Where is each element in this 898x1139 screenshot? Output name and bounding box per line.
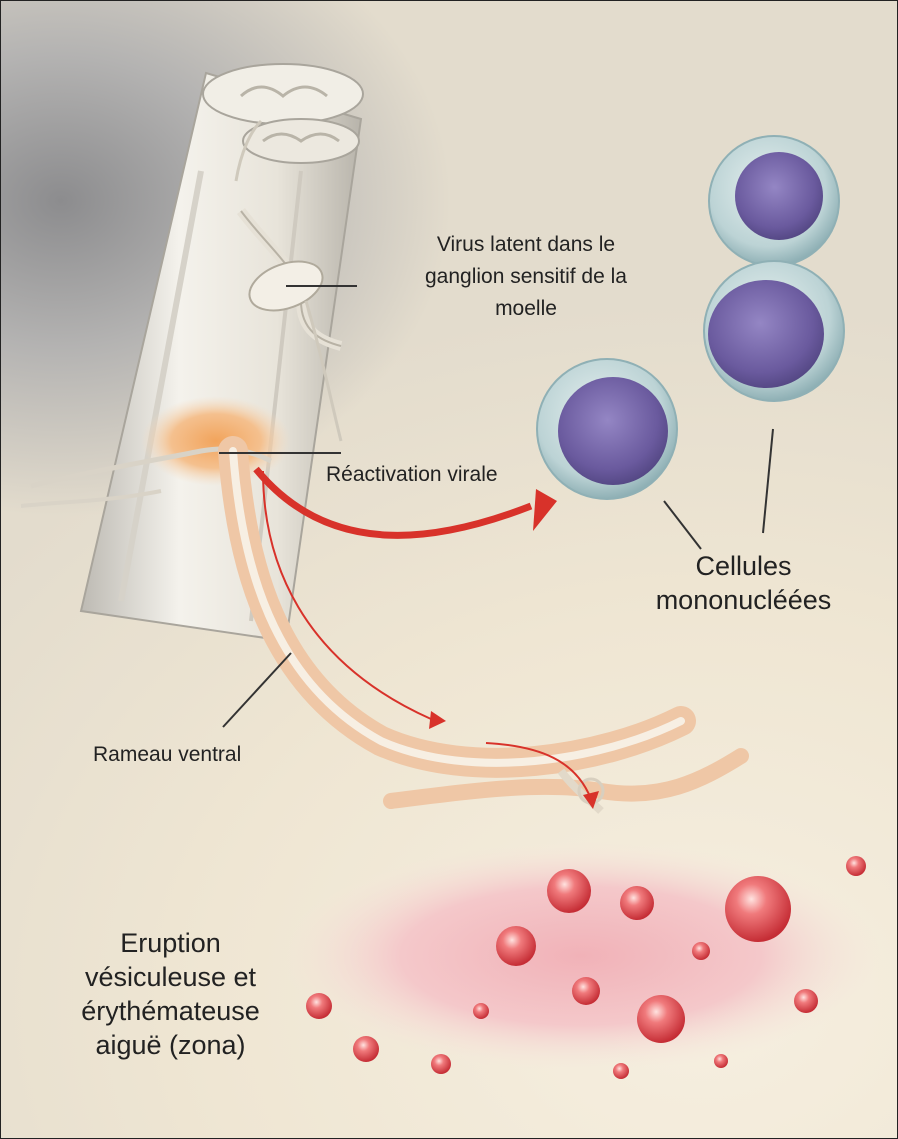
label-eruption-line-2: vésiculeuse et bbox=[53, 960, 288, 994]
cell-left bbox=[537, 359, 677, 499]
label-cellules: Cellules mononucléées bbox=[636, 549, 851, 617]
label-virus-latent-line-2: ganglion sensitif de la bbox=[396, 261, 656, 293]
cell-right bbox=[704, 261, 844, 401]
label-virus-latent: Virus latent dans le ganglion sensitif d… bbox=[396, 229, 656, 325]
label-eruption: Eruption vésiculeuse et érythémateuse ai… bbox=[53, 926, 288, 1062]
ventral-ramus bbox=[233, 451, 741, 811]
label-cellules-line-1: Cellules bbox=[636, 549, 851, 583]
label-cellules-line-2: mononucléées bbox=[636, 583, 851, 617]
label-virus-latent-line-1: Virus latent dans le bbox=[396, 229, 656, 261]
cell-top bbox=[709, 136, 839, 266]
label-eruption-line-1: Eruption bbox=[53, 926, 288, 960]
label-rameau: Rameau ventral bbox=[93, 739, 241, 771]
label-reactivation: Réactivation virale bbox=[326, 459, 498, 491]
label-virus-latent-line-3: moelle bbox=[396, 293, 656, 325]
label-eruption-line-4: aiguë (zona) bbox=[53, 1028, 288, 1062]
skin-eruption bbox=[281, 841, 881, 1079]
label-eruption-line-3: érythémateuse bbox=[53, 994, 288, 1028]
